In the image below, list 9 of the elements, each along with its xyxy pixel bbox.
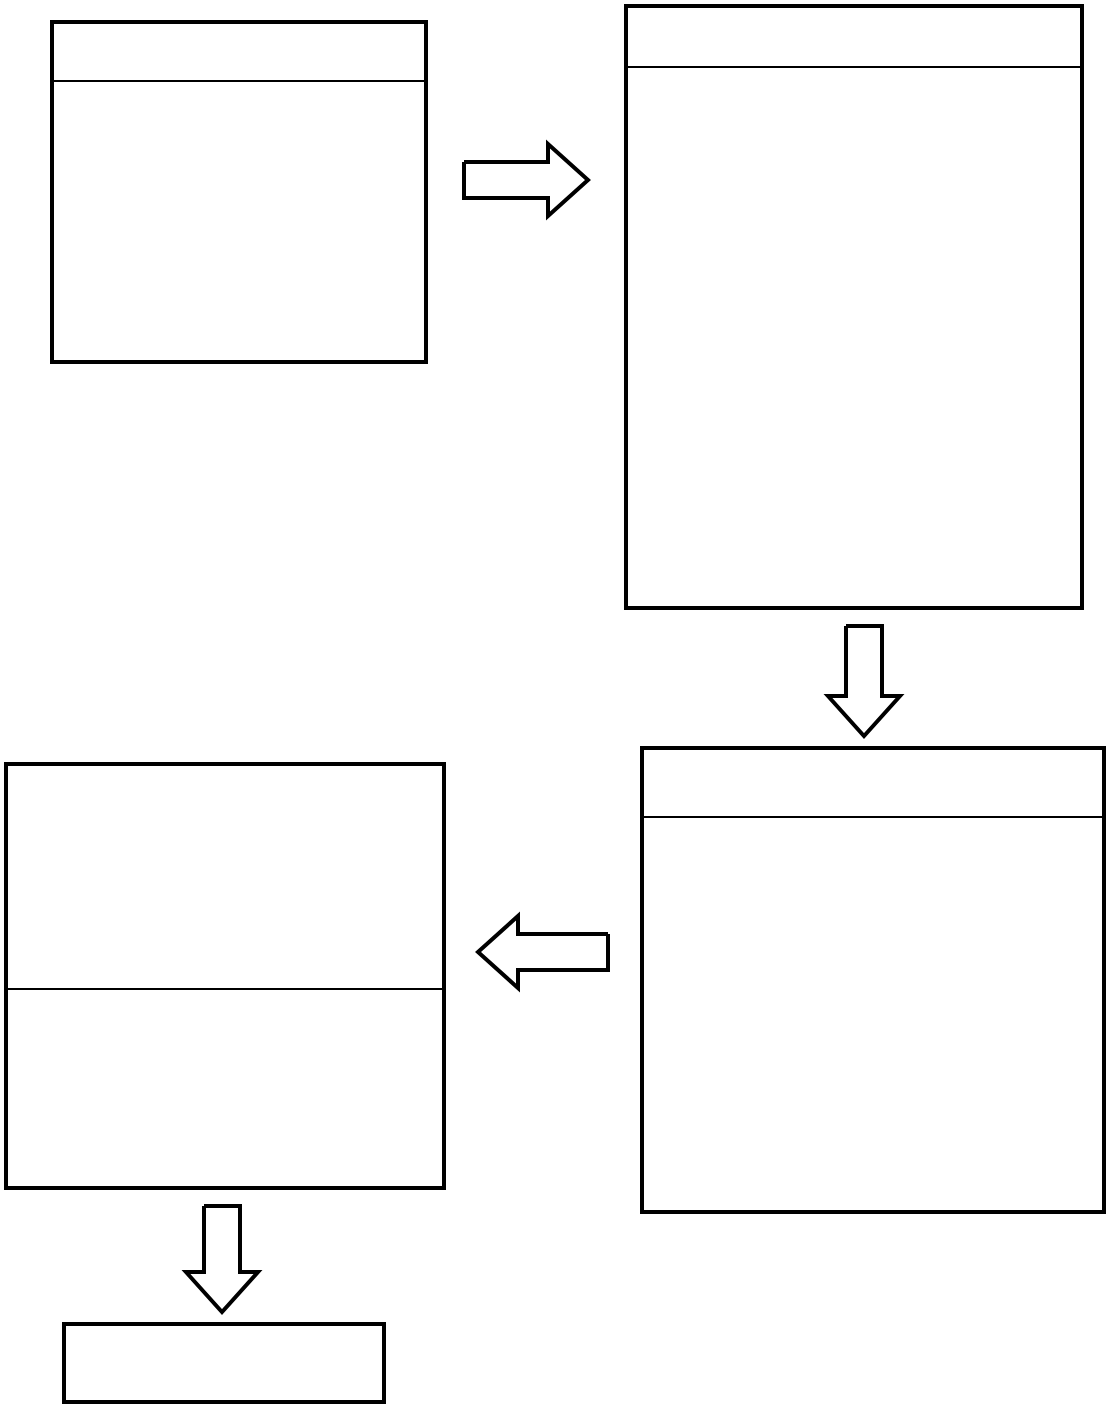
empty-box xyxy=(4,762,446,1190)
empty-box xyxy=(624,4,1084,610)
block-arrow xyxy=(181,1204,263,1315)
empty-box xyxy=(50,20,428,364)
block-arrow xyxy=(462,139,591,221)
block-arrow xyxy=(823,624,905,739)
empty-box xyxy=(640,746,1106,1214)
empty-box xyxy=(62,1322,386,1404)
block-arrow xyxy=(475,911,610,993)
